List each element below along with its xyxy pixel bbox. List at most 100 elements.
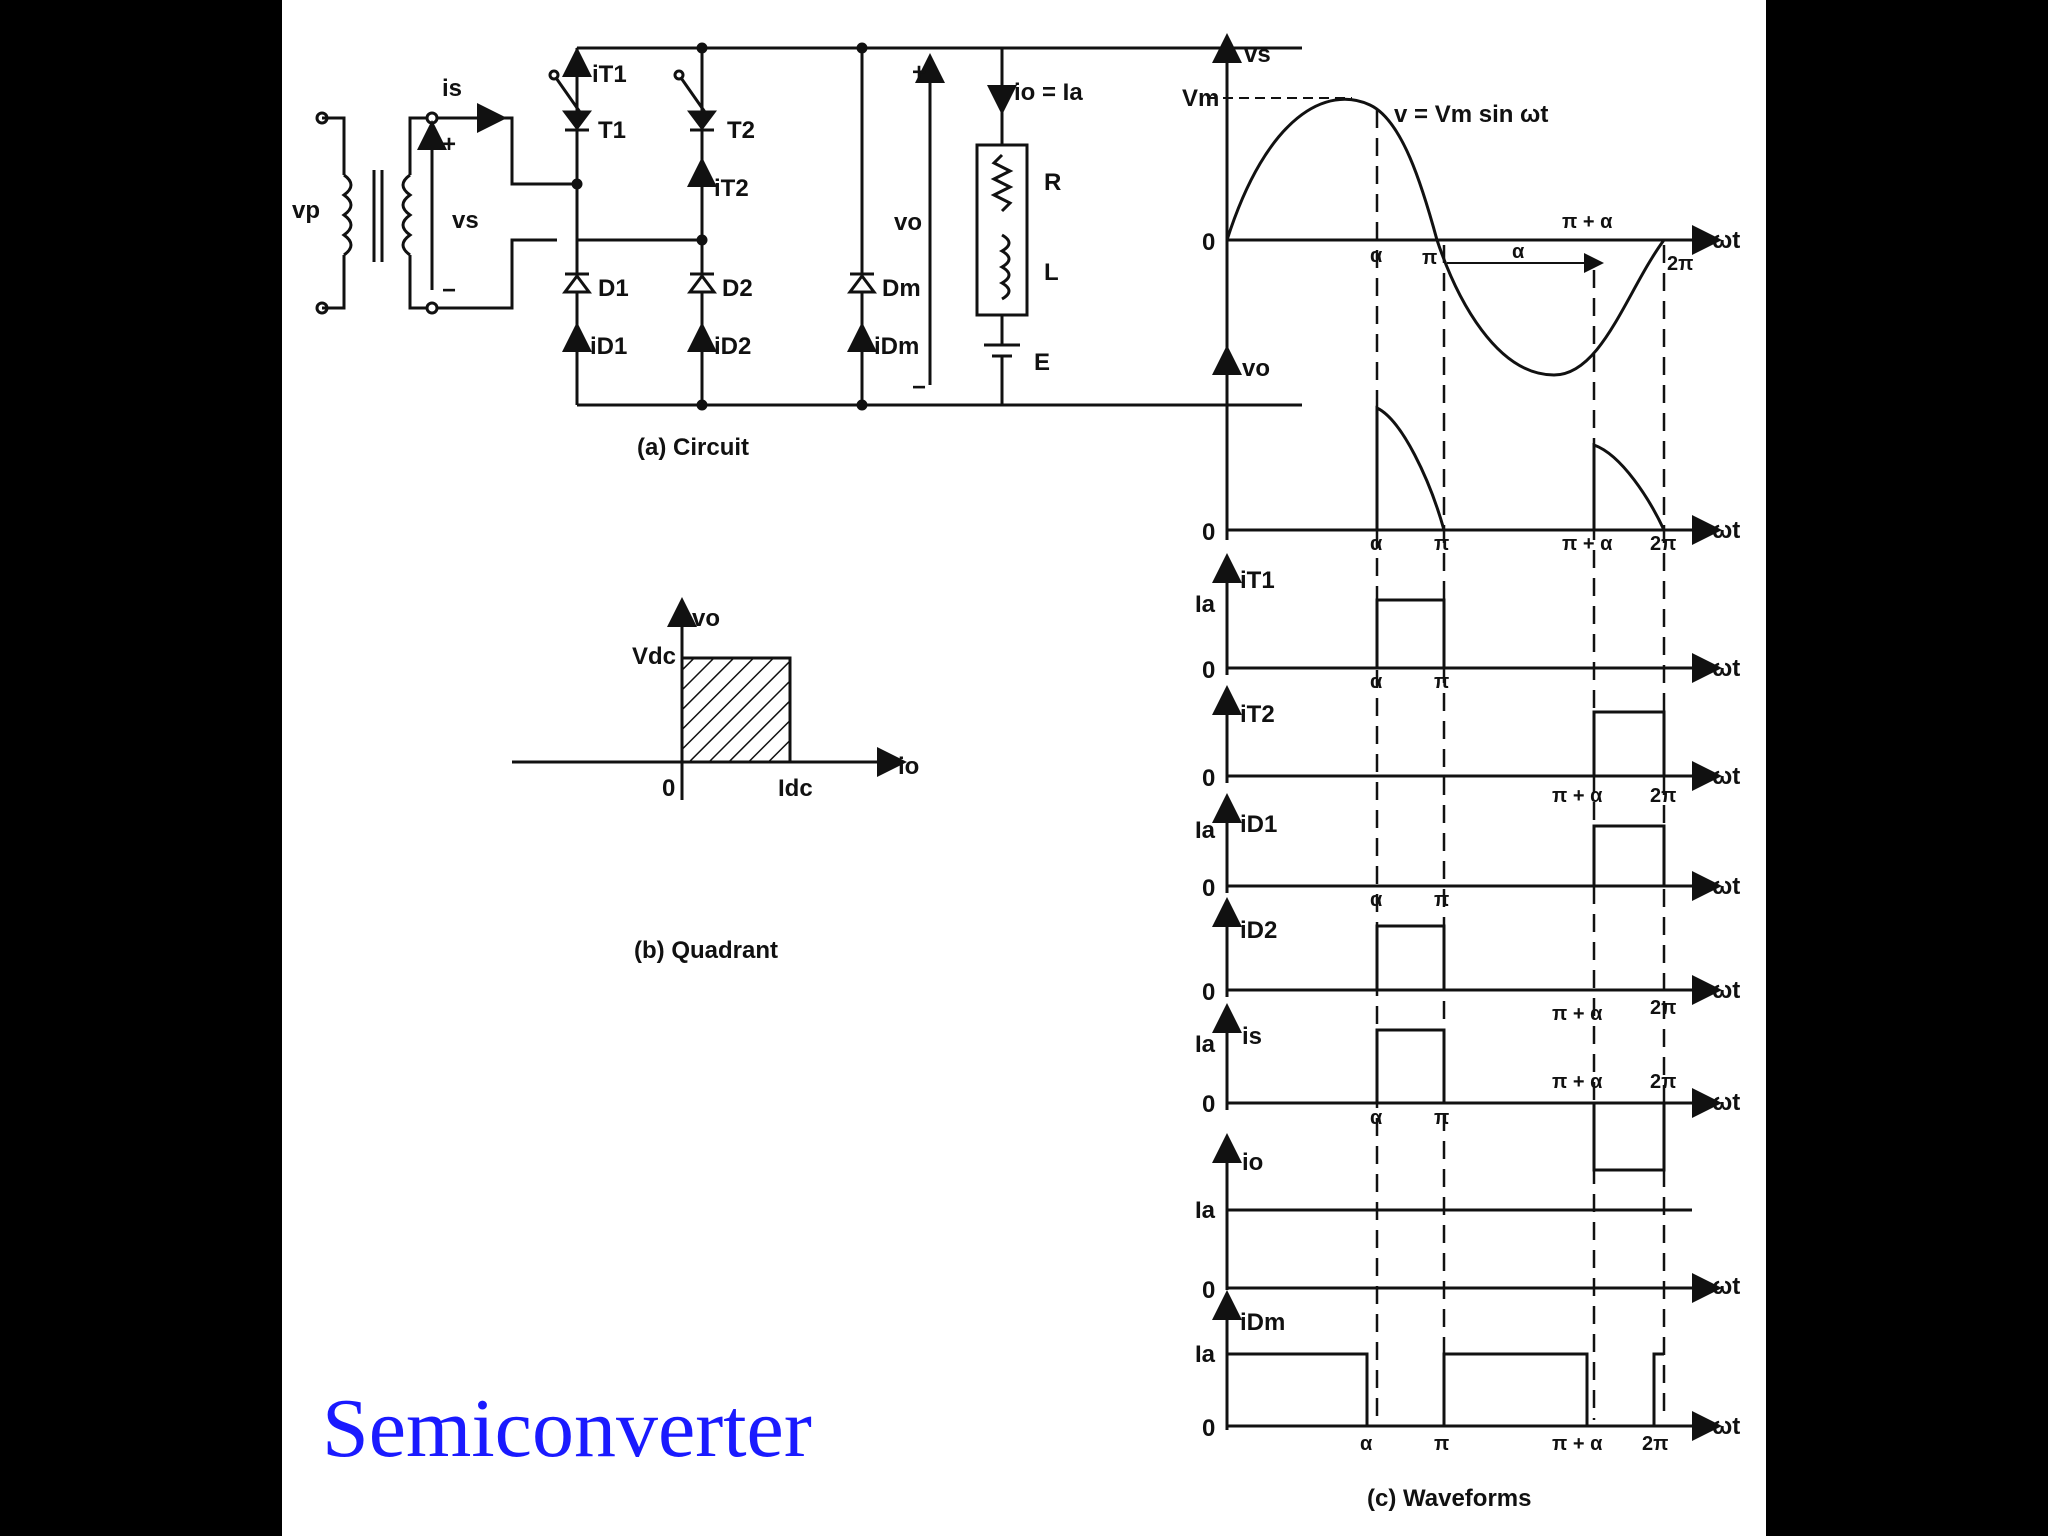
wf-vs-label: vs	[1244, 41, 1271, 68]
is-wave	[1375, 1028, 1446, 1103]
wf-iD2-zero: 0	[1202, 979, 1215, 1006]
label-vo: vo	[894, 209, 922, 236]
label-T2: T2	[727, 117, 755, 144]
wf-is-ia: Ia	[1195, 1031, 1216, 1058]
label-L: L	[1044, 259, 1059, 286]
iDm-wave	[1227, 1352, 1369, 1426]
wf-vs-eq: v = Vm sin ωt	[1394, 101, 1548, 128]
wf-iT1-zero: 0	[1202, 657, 1215, 684]
wf-iT1-wt: ωt	[1712, 655, 1740, 682]
label-R: R	[1044, 169, 1061, 196]
quadrant-vo: vo	[692, 605, 720, 632]
wf-iDm-wt: ωt	[1712, 1413, 1740, 1440]
wf-iD2-2pi: 2π	[1650, 997, 1676, 1019]
wf-iD1-pi: π	[1434, 889, 1449, 911]
vo-wave	[1375, 405, 1666, 531]
wf-iT1-label: iT1	[1240, 567, 1275, 594]
wf-io-ia: Ia	[1195, 1197, 1216, 1224]
quadrant-io: io	[898, 753, 919, 780]
wf-iD1-label: iD1	[1240, 811, 1277, 838]
wf-vo-pialpha: π + α	[1562, 533, 1613, 555]
circuit-labels: vp is vs + − iT1 T1 T2 iT2 D1 D2 Dm iD1 …	[292, 59, 1083, 461]
circuit-caption: (a) Circuit	[637, 434, 749, 461]
label-E: E	[1034, 349, 1050, 376]
wf-iT1-ia: Ia	[1195, 591, 1216, 618]
wf-iD1-alpha: α	[1370, 889, 1383, 911]
label-vp: vp	[292, 197, 320, 224]
wf-is-label: is	[1242, 1023, 1262, 1050]
wf-is-zero: 0	[1202, 1091, 1215, 1118]
vs-sine	[1225, 97, 1666, 377]
label-is: is	[442, 75, 462, 102]
slide-title: Semiconverter	[322, 1382, 812, 1475]
wf-vm-label: Vm	[1182, 85, 1219, 112]
label-D2: D2	[722, 275, 753, 302]
semiconverter-figure: vp is vs + − iT1 T1 T2 iT2 D1 D2 Dm iD1 …	[292, 33, 1740, 1512]
wf-vo-alpha: α	[1370, 533, 1383, 555]
quadrant-caption: (b) Quadrant	[634, 937, 778, 964]
wf-iD2-label: iD2	[1240, 917, 1277, 944]
wf-iDm-zero: 0	[1202, 1415, 1215, 1442]
waveform-labels: vs Vm v = Vm sin ωt 0 α π α π + α 2π ωt …	[1182, 41, 1740, 1512]
wf-iD1-zero: 0	[1202, 875, 1215, 902]
wf-vs-pi: π	[1422, 247, 1437, 269]
label-iDm: iDm	[874, 333, 919, 360]
iT2-wave	[1592, 710, 1666, 776]
wf-is-alpha: α	[1370, 1107, 1383, 1129]
label-iD1: iD1	[590, 333, 627, 360]
wf-vs-alpha: α	[1370, 245, 1383, 267]
slide: vp is vs + − iT1 T1 T2 iT2 D1 D2 Dm iD1 …	[282, 0, 1766, 1536]
wf-io-label: io	[1242, 1149, 1263, 1176]
wf-vo-pi: π	[1434, 533, 1449, 555]
wf-is-pi: π	[1434, 1107, 1449, 1129]
quadrant-labels: vo io Vdc Idc 0 (b) Quadrant	[632, 605, 919, 964]
label-iT1: iT1	[592, 61, 627, 88]
wf-vs-alpha2: α	[1512, 241, 1525, 263]
wf-vo-label: vo	[1242, 355, 1270, 382]
wf-vo-zero: 0	[1202, 519, 1215, 546]
wf-iT2-label: iT2	[1240, 701, 1275, 728]
quadrant-vdc: Vdc	[632, 643, 676, 670]
wf-iD1-ia: Ia	[1195, 817, 1216, 844]
label-minus: −	[442, 277, 456, 304]
wf-iT2-pialpha: π + α	[1552, 785, 1603, 807]
wf-io-wt: ωt	[1712, 1273, 1740, 1300]
circuit-diagram	[315, 42, 1302, 411]
wf-iT2-wt: ωt	[1712, 763, 1740, 790]
label-iD2: iD2	[714, 333, 751, 360]
wf-vs-2pi: 2π	[1667, 253, 1693, 275]
iD2-wave	[1375, 924, 1446, 990]
wf-iT2-2pi: 2π	[1650, 785, 1676, 807]
wf-io-zero: 0	[1202, 1277, 1215, 1304]
quadrant-zero: 0	[662, 775, 675, 802]
iT1-wave	[1375, 598, 1446, 668]
wf-is-pialpha: π + α	[1552, 1071, 1603, 1093]
iD1-wave	[1592, 824, 1666, 886]
wf-vs-zero: 0	[1202, 229, 1215, 256]
waveforms-diagram	[1207, 33, 1722, 1441]
label-Dm: Dm	[882, 275, 921, 302]
label-vs: vs	[452, 207, 479, 234]
label-vo-plus: +	[912, 59, 926, 86]
wf-iDm-2pi: 2π	[1642, 1433, 1668, 1455]
wf-iD2-wt: ωt	[1712, 977, 1740, 1004]
label-D1: D1	[598, 275, 629, 302]
label-io-eq: io = Ia	[1014, 79, 1083, 106]
wf-is-wt: ωt	[1712, 1089, 1740, 1116]
label-vo-minus: −	[912, 374, 926, 401]
wf-iDm-pi: π	[1434, 1433, 1449, 1455]
wf-iDm-pialpha: π + α	[1552, 1433, 1603, 1455]
quadrant-diagram	[512, 597, 907, 800]
wf-vs-wt: ωt	[1712, 227, 1740, 254]
wf-iDm-ia: Ia	[1195, 1341, 1216, 1368]
wf-is-2pi: 2π	[1650, 1071, 1676, 1093]
wf-vs-pialpha: π + α	[1562, 211, 1613, 233]
wf-iDm-label: iDm	[1240, 1309, 1285, 1336]
quadrant-idc: Idc	[778, 775, 813, 802]
wf-vo-wt: ωt	[1712, 517, 1740, 544]
label-T1: T1	[598, 117, 626, 144]
wf-iD2-pialpha: π + α	[1552, 1003, 1603, 1025]
label-plus: +	[442, 131, 456, 158]
wf-iDm-alpha: α	[1360, 1433, 1373, 1455]
waveforms-caption: (c) Waveforms	[1367, 1485, 1531, 1512]
